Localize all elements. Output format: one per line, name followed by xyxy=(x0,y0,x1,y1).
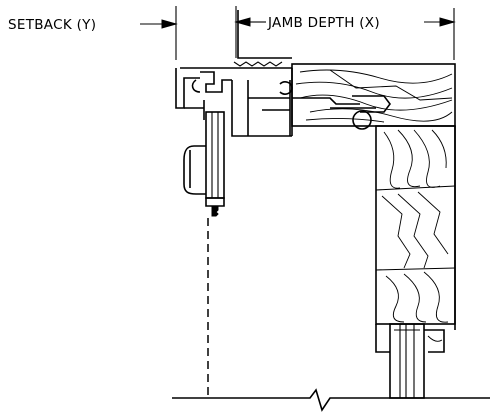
thermal-break xyxy=(233,61,283,67)
jamb-depth-arrow-right-icon xyxy=(439,17,456,27)
jamb-depth-label: JAMB DEPTH (X) xyxy=(267,15,380,31)
jamb-outline xyxy=(375,125,456,325)
lower-frame-profile xyxy=(375,323,445,399)
aluminum-frame-profile xyxy=(175,10,391,137)
setback-dimension: SETBACK (Y) xyxy=(8,6,178,60)
weatherstrip xyxy=(211,205,219,217)
lower-frame-body xyxy=(389,323,425,399)
setback-arrow-icon xyxy=(161,19,178,29)
wood-jamb-member xyxy=(375,125,456,330)
backer-rod xyxy=(352,110,372,130)
sash-rail xyxy=(205,111,225,199)
floor-line xyxy=(172,388,490,412)
sash-profile xyxy=(183,111,225,217)
wood-head-member xyxy=(291,63,456,127)
jamb-depth-dimension: JAMB DEPTH (X) xyxy=(234,6,456,60)
setback-label: SETBACK (Y) xyxy=(8,17,96,33)
break-line-icon xyxy=(172,388,490,412)
